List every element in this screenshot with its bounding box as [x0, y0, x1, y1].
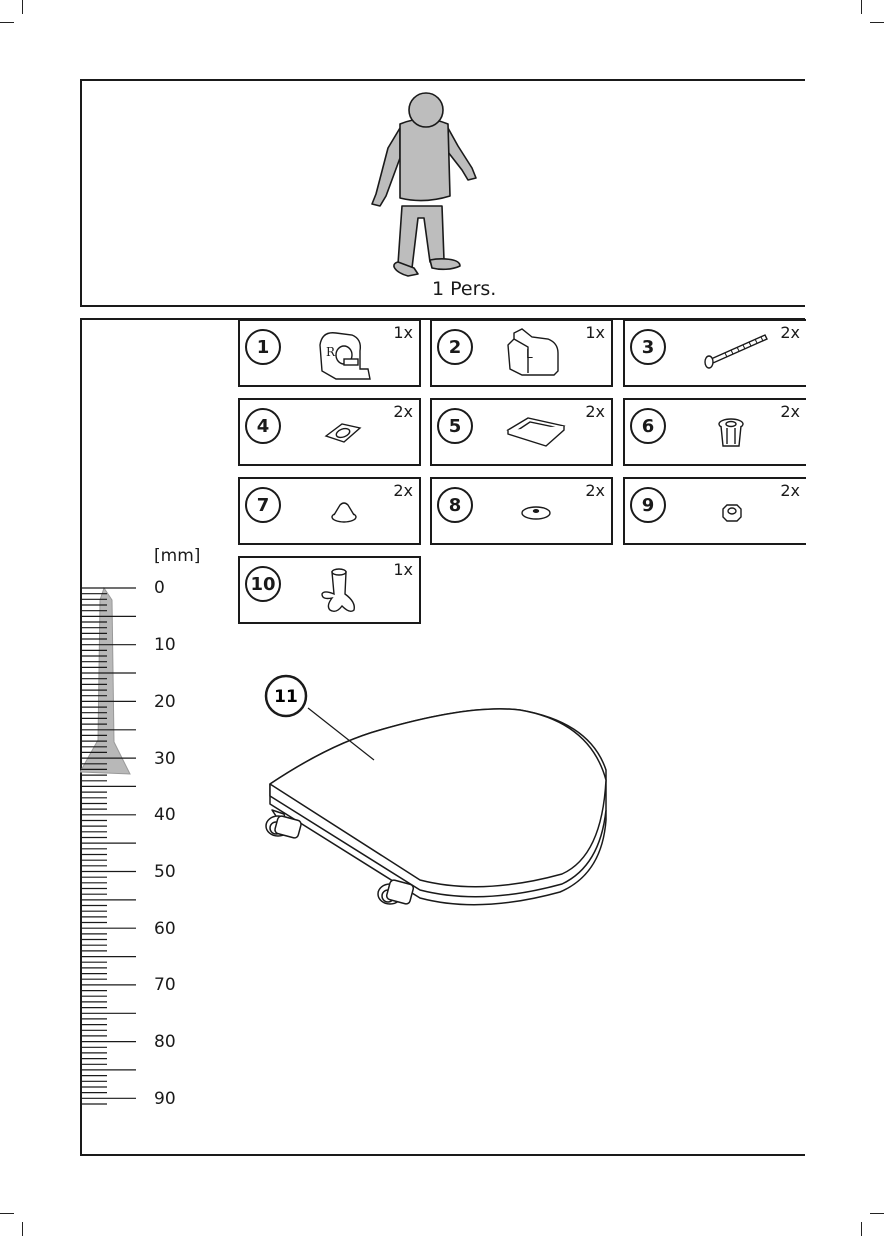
part-number: 1	[245, 329, 281, 365]
crop-mark	[22, 1222, 23, 1236]
part-quantity: 2x	[393, 402, 413, 421]
part-quantity: 2x	[585, 402, 605, 421]
crop-mark	[0, 22, 14, 23]
part-10-box: 10 1x	[238, 556, 421, 624]
part-7-box: 7 2x	[238, 477, 421, 545]
ruler-label-70: 70	[154, 975, 176, 995]
crop-mark	[861, 0, 862, 14]
ruler-label-0: 0	[154, 578, 165, 598]
crop-mark	[870, 1213, 884, 1214]
part-6-box: 6 2x	[623, 398, 806, 466]
part-number: 5	[437, 408, 473, 444]
part-number: 7	[245, 487, 281, 523]
insert-nut-icon	[689, 404, 779, 462]
mm-ruler	[80, 580, 140, 1105]
large-gasket-icon	[492, 404, 582, 462]
part-number: 4	[245, 408, 281, 444]
ruler-label-10: 10	[154, 635, 176, 655]
part-quantity: 1x	[393, 560, 413, 579]
part-2-box: 2 1x L	[430, 319, 613, 387]
crop-mark	[22, 0, 23, 14]
toilet-seat-icon: 11	[250, 670, 620, 920]
hex-nut-icon	[689, 483, 779, 541]
part-number: 3	[630, 329, 666, 365]
part-3-box: 3 2x	[623, 319, 806, 387]
small-gasket-icon	[300, 404, 390, 462]
crop-mark	[0, 1213, 14, 1214]
ruler-label-30: 30	[154, 749, 176, 769]
part-quantity: 2x	[780, 402, 800, 421]
ruler-label-50: 50	[154, 862, 176, 882]
part-quantity: 1x	[585, 323, 605, 342]
part-number: 9	[630, 487, 666, 523]
part-quantity: 1x	[393, 323, 413, 342]
ruler-label-40: 40	[154, 805, 176, 825]
ruler-label-60: 60	[154, 919, 176, 939]
bolt-icon	[695, 325, 785, 383]
part-number: 8	[437, 487, 473, 523]
part-5-box: 5 2x	[430, 398, 613, 466]
ruler-unit: [mm]	[154, 546, 200, 566]
part-number: 2	[437, 329, 473, 365]
part-9-box: 9 2x	[623, 477, 806, 545]
crop-mark	[870, 22, 884, 23]
ruler-label-90: 90	[154, 1089, 176, 1109]
part-mark: R	[326, 345, 335, 359]
part-quantity: 2x	[393, 481, 413, 500]
ruler-label-80: 80	[154, 1032, 176, 1052]
part-1-box: 1 1x R	[238, 319, 421, 387]
part-8-box: 8 2x	[430, 477, 613, 545]
ruler-label-20: 20	[154, 692, 176, 712]
washer-icon	[492, 483, 582, 541]
persons-label: 1 Pers.	[432, 278, 496, 300]
part-4-box: 4 2x	[238, 398, 421, 466]
crop-mark	[861, 1222, 862, 1236]
part-mark: L	[526, 347, 533, 361]
cone-washer-icon	[300, 483, 390, 541]
part-number: 6	[630, 408, 666, 444]
hinge-right-icon	[300, 325, 390, 383]
seat-number: 11	[274, 687, 298, 707]
part-quantity: 2x	[780, 481, 800, 500]
part-quantity: 2x	[585, 481, 605, 500]
wrench-key-icon	[300, 562, 390, 620]
part-number: 10	[245, 566, 281, 602]
hinge-left-icon	[492, 325, 582, 383]
person-icon	[360, 86, 490, 281]
